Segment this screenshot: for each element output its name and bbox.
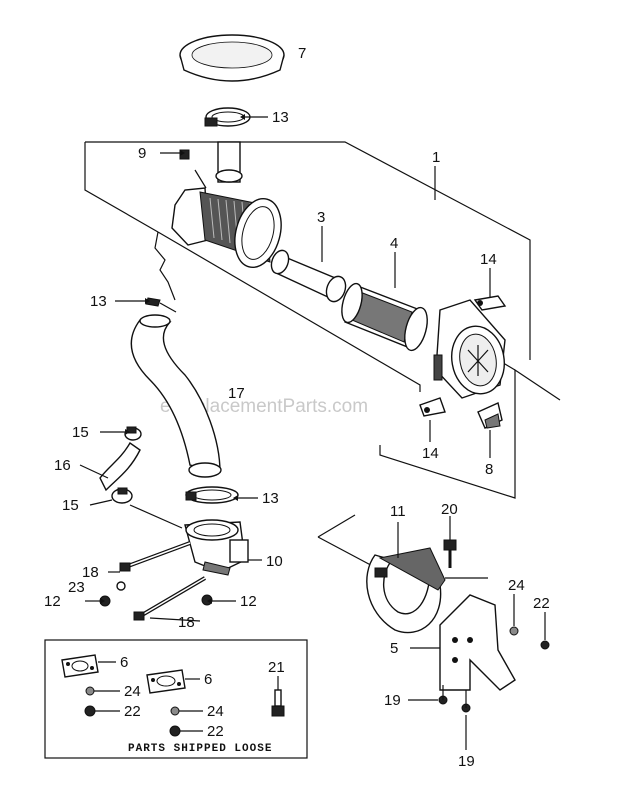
callout-7: 7 <box>298 45 306 62</box>
callout-18-upper: 18 <box>82 564 99 581</box>
air-cleaner-housing <box>171 141 282 268</box>
callout-8: 8 <box>485 461 493 478</box>
callout-3: 3 <box>317 209 325 226</box>
inner-tube-3 <box>270 249 347 303</box>
clip-14-bottom <box>419 397 446 417</box>
callout-24-right: 24 <box>508 577 525 594</box>
nut-22-right <box>540 640 550 650</box>
loose-parts-note: PARTS SHIPPED LOOSE <box>128 743 272 755</box>
hose-clamp-lower <box>185 486 239 504</box>
washer-24-box-b <box>170 706 180 716</box>
watermark-text: eReplacementParts.com <box>160 396 368 417</box>
callout-22-box-a: 22 <box>124 703 141 720</box>
breather-hose-16 <box>99 441 141 492</box>
callout-11: 11 <box>390 503 406 520</box>
callout-14-bottom: 14 <box>422 445 439 462</box>
bolt-20 <box>443 539 457 568</box>
dust-valve-8 <box>477 402 503 429</box>
bolt-18-lower <box>133 576 207 621</box>
loose-parts-box <box>44 639 308 759</box>
end-cap <box>433 299 506 399</box>
callout-19-left: 19 <box>384 692 401 709</box>
callout-23: 23 <box>68 579 85 596</box>
callout-9: 9 <box>138 145 146 162</box>
callout-13-top: 13 <box>272 109 289 126</box>
leader-15-elbow <box>129 504 183 529</box>
callout-12-right: 12 <box>240 593 257 610</box>
clamp-15-top <box>124 426 142 441</box>
callout-1: 1 <box>432 149 440 166</box>
bolt-19-right <box>461 690 471 713</box>
bolt-19-left <box>438 685 448 705</box>
nut-22-box-b <box>169 725 181 737</box>
callout-13-mid: 13 <box>90 293 107 310</box>
callout-14-top: 14 <box>480 251 497 268</box>
clip-14-top <box>473 295 507 311</box>
band-11 <box>366 547 446 634</box>
assembly-outline-1 <box>84 141 561 499</box>
callout-13-lower: 13 <box>262 490 279 507</box>
washer-24-right <box>509 626 519 636</box>
elbow-10 <box>184 519 249 576</box>
callout-5: 5 <box>390 640 398 657</box>
fitting-21 <box>271 689 285 717</box>
bolt-18-upper <box>119 541 191 572</box>
clamp-15-bottom <box>111 487 133 504</box>
washer-24-box-a <box>85 686 95 696</box>
gasket-6-right <box>146 669 186 694</box>
callout-21: 21 <box>268 659 285 676</box>
intake-hose-17 <box>130 314 222 478</box>
callout-6-right: 6 <box>204 671 212 688</box>
nut-22-box-a <box>84 705 96 717</box>
callout-18-lower: 18 <box>178 614 195 631</box>
hose-clamp-mid <box>145 297 177 313</box>
callout-17: 17 <box>228 385 245 402</box>
callout-15-top: 15 <box>72 424 89 441</box>
callout-22-right: 22 <box>533 595 550 612</box>
callout-15-bottom: 15 <box>62 497 79 514</box>
bracket-5 <box>439 594 516 691</box>
arrowheads <box>100 114 245 604</box>
callout-labels: 7 13 9 1 3 4 14 13 17 15 14 16 8 13 15 1… <box>44 45 550 770</box>
callout-10: 10 <box>266 553 283 570</box>
callout-6-left: 6 <box>120 654 128 671</box>
callout-24-box-b: 24 <box>207 703 224 720</box>
filter-element-4 <box>341 282 428 352</box>
air-cleaner-cover <box>179 34 285 82</box>
callout-19-right: 19 <box>458 753 475 770</box>
callout-12-left: 12 <box>44 593 61 610</box>
connector-line <box>154 231 176 301</box>
callout-22-box-b: 22 <box>207 723 224 740</box>
callout-20: 20 <box>441 501 458 518</box>
gasket-6-left <box>61 654 99 678</box>
clip-9 <box>179 149 207 189</box>
leader-lines <box>79 116 546 750</box>
callout-24-box-a: 24 <box>124 683 141 700</box>
hose-clamp-top <box>204 107 251 127</box>
washer-23 <box>116 581 126 591</box>
callout-4: 4 <box>390 235 398 252</box>
callout-16: 16 <box>54 457 71 474</box>
